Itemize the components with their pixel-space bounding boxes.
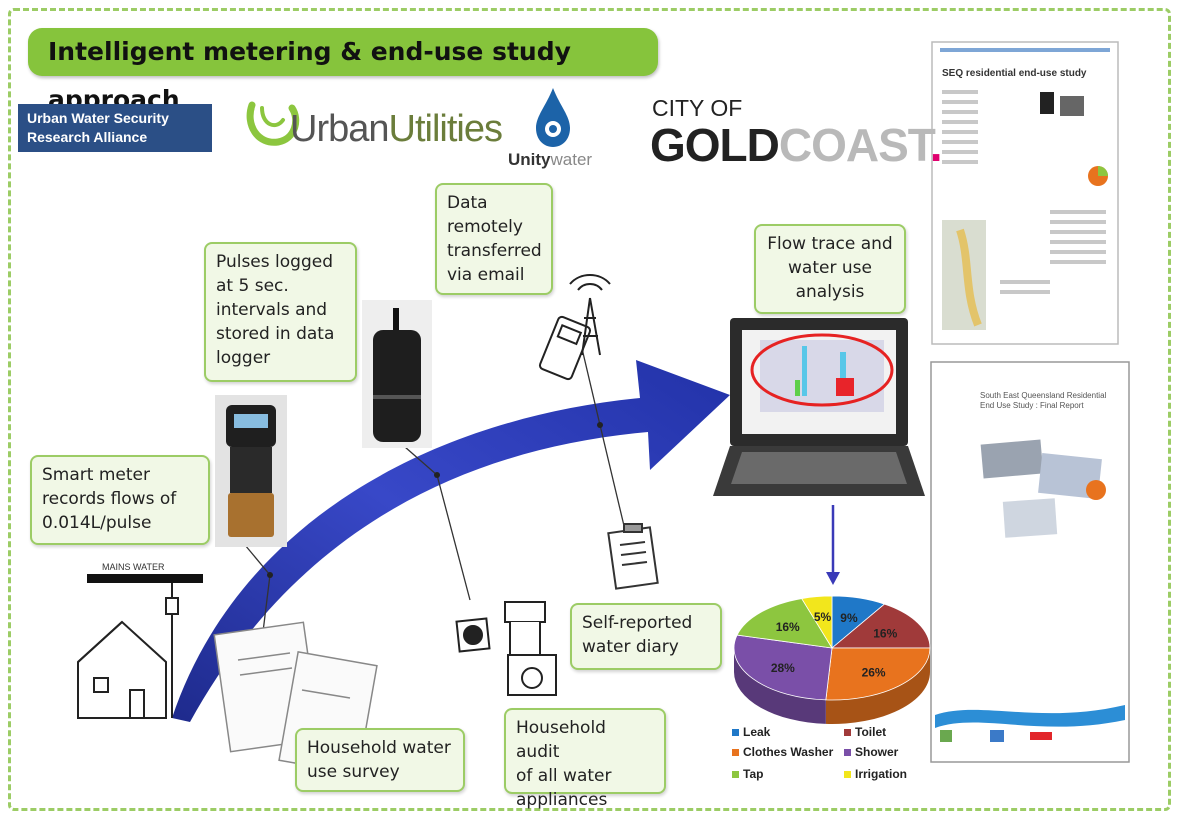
uwsra-logo: Urban Water Security Research Alliance [18,104,212,152]
down-arrow [826,505,840,585]
callout-line: appliances [516,790,608,810]
callout-line: records flows of [42,489,177,509]
legend-label: Leak [743,725,771,739]
legend-swatch [844,749,851,756]
legend-item: Leak [732,720,770,744]
meter-connection [165,583,179,718]
legend-item: Tap [732,762,763,786]
pie-slice-shower [733,634,833,701]
callout-line: at 5 sec. [216,276,289,296]
pie-slice-irrigation [801,595,833,650]
pie-chart: 9% 16% 26% 28% 16% 5% [733,595,931,724]
goldcoast-logo: GOLDCOAST. [650,118,943,172]
pie-slice-clothes-washer [825,647,931,701]
report1-title: SEQ residential end-use study [942,68,1087,79]
callout-line: Pulses logged [216,252,333,272]
legend-swatch [844,729,851,736]
callout-line: intervals and [216,300,328,320]
legend-item: Toilet [844,720,886,744]
legend-swatch [732,771,739,778]
legend-swatch [732,749,739,756]
callout-line: water use [788,258,872,278]
urban-utilities-logo-a: Urban [290,108,389,150]
callout-line: use survey [307,762,400,782]
pie-data-label: 5% [814,610,832,624]
legend-item: Shower [844,740,898,764]
goldcoast-logo-gold: GOLD [650,119,780,171]
callout-line: transferred [447,241,542,261]
report2-title-line1: South East Queensland Residential [980,391,1107,400]
legend-label: Toilet [855,725,887,739]
pie-slice-toilet [830,603,931,649]
legend-item: Irrigation [844,762,907,786]
callout-line: logger [216,348,271,368]
callout-line: Household audit [516,718,606,762]
unitywater-logo-b: water [550,150,593,169]
pie-data-label: 26% [862,666,886,680]
pie-data-label: 16% [873,626,897,640]
callout-line: Self-reported [582,613,693,633]
callout-pulses-logged: Pulses logged at 5 sec. intervals and st… [204,242,357,382]
goldcoast-logo-dot: . [929,119,943,171]
pie-data-label: 16% [776,620,800,634]
callout-line: of all water [516,766,612,786]
callout-line: analysis [795,282,865,302]
uwsra-logo-line2: Research Alliance [27,129,148,145]
dashed-frame [8,8,1171,811]
callout-line: Flow trace and [767,234,893,254]
data-logger-image [362,300,432,448]
goldcoast-logo-coast: COAST [778,119,931,171]
pie-slice-side [825,648,930,724]
appliances-icon [455,601,557,696]
legend-label: Shower [855,745,899,759]
legend-swatch [732,729,739,736]
legend-label: Irrigation [855,767,908,781]
urban-utilities-icon [246,101,300,146]
callout-line: water diary [582,637,679,657]
urban-utilities-logo: UrbanUtilities [290,108,503,151]
callout-household-survey: Household water use survey [295,728,465,792]
flow-arrow [172,360,730,722]
house-icon [77,620,167,719]
unitywater-drop-icon [536,88,570,147]
mains-water-pipe [87,574,203,583]
callout-flow-trace: Flow trace and water use analysis [754,224,906,314]
report-cover-1: SEQ residential end-use study [931,41,1119,345]
callout-line: remotely [447,217,523,237]
callout-line: Data [447,193,488,213]
pie-slice-side [734,648,826,724]
pie-slice-tap [736,598,833,649]
legend-label: Clothes Washer [743,745,834,759]
legend-label: Tap [743,767,764,781]
uwsra-logo-line1: Urban Water Security [27,110,169,126]
unitywater-logo: Unitywater [508,150,592,170]
callout-data-remote: Data remotely transferred via email [435,183,553,295]
phone-tower-icon [538,274,611,381]
callout-line: Household water [307,738,451,758]
laptop-image [713,318,925,496]
legend-swatch [844,771,851,778]
callout-line: 0.014L/pulse [42,513,152,533]
urban-utilities-logo-b: Utilities [388,108,503,150]
callout-household-audit: Household audit of all water appliances [504,708,666,810]
clipboard-icon [607,523,659,590]
connector-dots [267,422,603,578]
callout-self-reported: Self-reported water diary [570,603,722,670]
callout-smart-meter: Smart meter records flows of 0.014L/puls… [30,455,210,545]
report2-title-line2: End Use Study : Final Report [980,401,1084,410]
smart-meter-image [215,395,287,547]
mains-water-label: MAINS WATER [102,562,165,572]
pie-data-label: 28% [771,661,795,675]
callout-line: via email [447,265,525,285]
report-cover-2: South East Queensland Residential End Us… [930,361,1130,763]
connector-lines [244,339,626,641]
unitywater-logo-a: Unity [508,150,551,169]
goldcoast-logo-top: CITY OF [652,95,743,121]
callout-line: stored in data [216,324,335,344]
pie-data-label: 9% [840,611,858,625]
legend-item: Clothes Washer [732,740,833,764]
callout-line: Smart meter [42,465,150,485]
